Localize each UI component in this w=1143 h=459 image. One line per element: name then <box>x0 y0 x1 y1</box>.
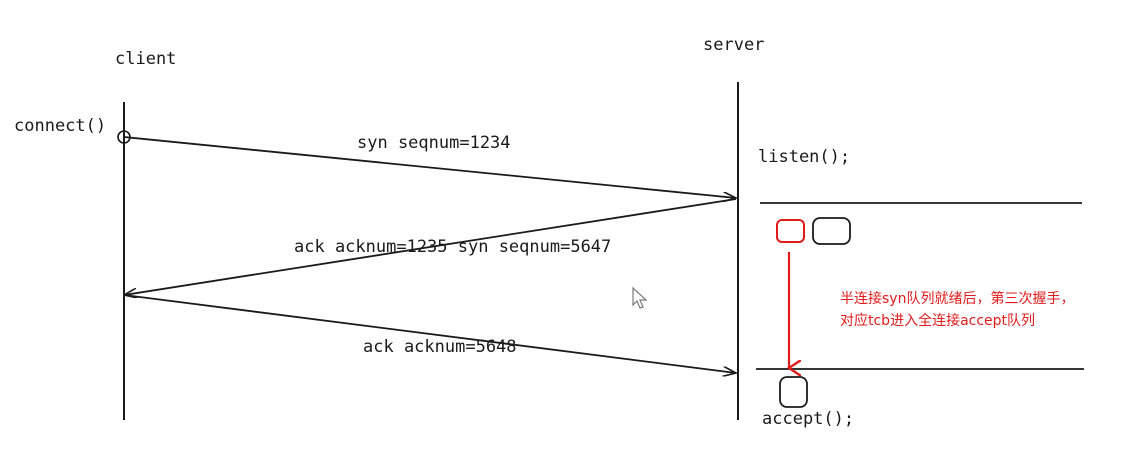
listen-call-label: listen(); <box>758 147 851 167</box>
ack-message-label: ack acknum=5648 <box>363 337 517 357</box>
syn-queue-tcb <box>812 217 851 245</box>
syn-arrow <box>123 136 736 198</box>
annotation-line-1: 半连接syn队列就绪后，第三次握手， <box>840 291 1075 307</box>
server-label: server <box>703 35 765 55</box>
ack-arrow <box>123 294 736 373</box>
accept-queue-tcb <box>779 376 808 408</box>
mouse-cursor-icon <box>632 286 648 309</box>
connect-call-label: connect() <box>14 116 107 136</box>
annotation-line-2: 对应tcb进入全连接accept队列 <box>840 313 1036 329</box>
syn-ack-arrow <box>124 198 737 295</box>
syn-message-label: syn seqnum=1234 <box>357 133 511 153</box>
accept-call-label: accept(); <box>762 409 855 429</box>
client-label: client <box>115 49 177 69</box>
syn-ack-message-label: ack acknum=1235 syn seqnum=5647 <box>294 237 612 257</box>
syn-queue-tcb-highlighted <box>776 219 805 243</box>
